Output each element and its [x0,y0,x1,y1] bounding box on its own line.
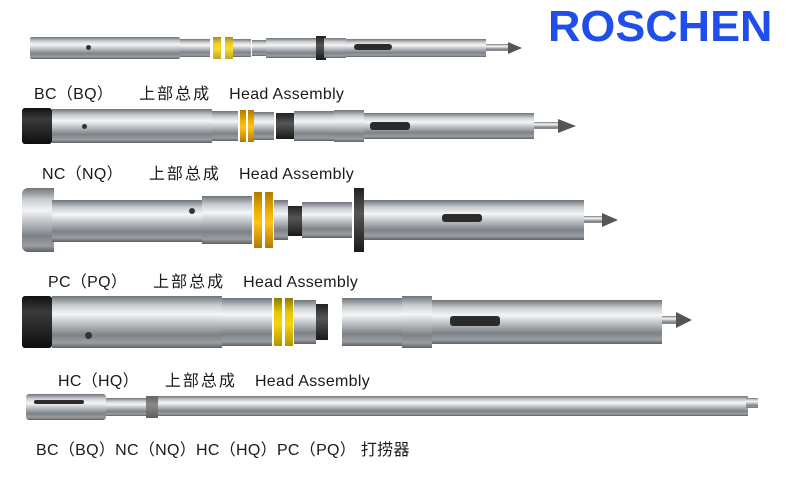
english-name: Head Assembly [229,86,345,103]
model-code: BC（BQ） [34,86,114,103]
bc-head-assembly-photo [30,36,522,60]
english-name: Head Assembly [254,373,371,390]
nc-assembly-label: NC（NQ） 上部总成 Head Assembly [42,160,354,184]
overshot-label: BC（BQ）NC（NQ）HC（HQ）PC（PQ） 打捞器 [36,442,410,459]
hc-assembly-label: HC（HQ） 上部总成 Head Assembly [58,367,370,391]
model-code: NC（NQ） [42,166,123,183]
english-name: Head Assembly [238,166,355,183]
model-code: PC（PQ） [48,274,128,291]
pc-head-assembly-photo [22,186,622,256]
brand-logo: ROSCHEN [548,2,773,51]
english-name: Head Assembly [243,274,359,291]
overshot-photo [26,392,758,422]
bc-assembly-label: BC（BQ） 上部总成 Head Assembly [34,80,344,104]
chinese-name: 上部总成 [153,274,226,291]
model-code: HC（HQ） [58,373,139,390]
chinese-name: 上部总成 [148,166,221,183]
hc-head-assembly-photo [22,294,692,350]
chinese-name: 上部总成 [139,86,212,103]
nc-head-assembly-photo [22,108,582,144]
pc-assembly-label: PC（PQ） 上部总成 Head Assembly [48,268,358,292]
chinese-name: 上部总成 [164,373,237,390]
